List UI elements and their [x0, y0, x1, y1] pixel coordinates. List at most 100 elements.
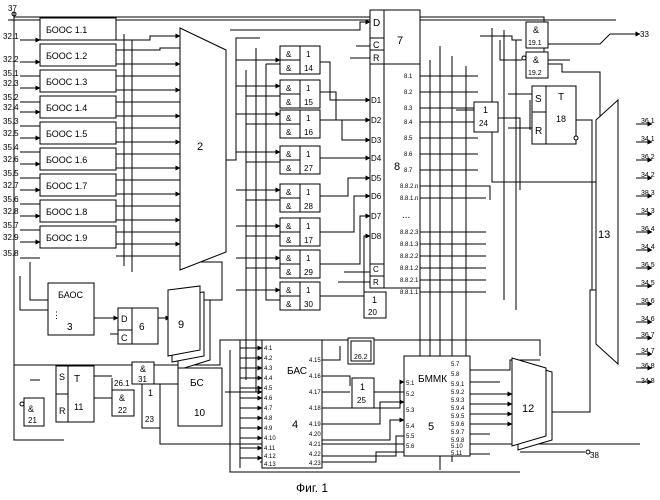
- gate-num: 27: [304, 164, 313, 173]
- gate-op: 1: [306, 150, 311, 159]
- bas-pin: 4.8: [264, 416, 273, 422]
- gate-pair-14: & 1 & 14: [280, 46, 320, 74]
- gate-op: &: [286, 164, 292, 173]
- bmmk-pin: 5.9.3: [451, 398, 465, 404]
- baos-name: БАОС: [58, 290, 84, 300]
- bmmk-num: 5: [428, 421, 434, 433]
- bmmk-pin: 5.10: [451, 444, 463, 450]
- or-gate-20: 1 20: [364, 292, 386, 318]
- bs-num: 10: [194, 408, 206, 419]
- reg8-input-pin: D6: [371, 192, 382, 201]
- or25-op: 1: [360, 382, 365, 392]
- gate-pair-17: & 1 & 17: [280, 218, 320, 246]
- output-label: 38.3: [641, 190, 655, 197]
- baos-block: БАОС 3 ⋮: [48, 283, 94, 335]
- gate-op: 1: [306, 50, 311, 59]
- output-label: 34.7: [641, 348, 655, 355]
- mux-12-label: 12: [522, 403, 534, 415]
- gate-op: &: [286, 254, 292, 263]
- boos-label: БООС 1.2: [46, 51, 87, 61]
- bas-name: БАС: [287, 366, 307, 377]
- bmmk-pin: 5.9.1: [451, 382, 465, 388]
- gate-op: &: [286, 236, 292, 245]
- bas-pin: 4.6: [264, 396, 273, 402]
- register-7: D C R 7: [370, 10, 420, 64]
- inverter-bubble: [574, 136, 578, 140]
- bas-pin: 4.5: [264, 386, 273, 392]
- or25-num: 25: [357, 396, 366, 405]
- output-label: 34.3: [641, 208, 655, 215]
- gate-op: 1: [306, 84, 311, 93]
- bas-pin: 4.13: [264, 462, 276, 468]
- bas-pin: 4.20: [309, 432, 321, 438]
- input-label: 35.1: [3, 69, 19, 78]
- bas-pin: 4.18: [309, 406, 321, 412]
- input-labels: 37 32.1 32.2 35.1 32.3 35.2 32.4 35.3 32…: [3, 4, 19, 258]
- trig18-r: R: [535, 126, 542, 137]
- output-label-33: 33: [640, 30, 649, 39]
- input-label: 35.4: [3, 143, 19, 152]
- gate-pair-30: & 1 & 30: [280, 282, 320, 310]
- output-label: 36.2: [641, 154, 655, 161]
- mux-12: 12: [512, 358, 552, 450]
- reg7-c: C: [373, 40, 380, 50]
- reg8-output-pin: 8.5: [404, 136, 413, 142]
- output-label: 36.4: [641, 226, 655, 233]
- gate-op: &: [286, 128, 292, 137]
- bas-num: 4: [292, 419, 298, 431]
- bmmk-pin: 5.5: [406, 434, 415, 440]
- reg8-output-pin: 8.1: [404, 74, 413, 80]
- boos-label: БООС 1.1: [46, 25, 87, 35]
- reg8-input-pin: D4: [371, 154, 382, 163]
- and21-num: 21: [28, 416, 37, 425]
- bas-pin: 4.1: [264, 346, 273, 352]
- gate-pairs: & 1 & 14 & 1 & 15 & 1 & 16 & 1: [280, 46, 320, 310]
- or23-op: 1: [148, 388, 153, 398]
- bs-name: БС: [190, 378, 204, 389]
- gate-num: 14: [304, 64, 313, 73]
- reg8-c: C: [373, 265, 379, 274]
- output-label: 34.6: [641, 316, 655, 323]
- bmmk-block: БММК 5 5.1 5.2 5.3 5.4 5.5 5.6 5.7 5.8 5…: [404, 356, 470, 457]
- gate-op: &: [286, 286, 292, 295]
- reg8-output-pin: 8.8.2.n: [400, 184, 418, 190]
- bas-pin: 4.15: [309, 358, 321, 364]
- baos-dots: ⋮: [52, 310, 61, 320]
- or20-op: 1: [372, 295, 377, 305]
- input-label: 35.8: [3, 249, 19, 258]
- output-label: 34.5: [641, 280, 655, 287]
- mux-13-label: 13: [598, 229, 610, 241]
- reg8-input-pin: D3: [371, 136, 382, 145]
- gate-op: &: [286, 222, 292, 231]
- input-label: 32.3: [3, 79, 19, 88]
- reg6-d: D: [121, 314, 128, 324]
- boos-label: БООС 1.9: [46, 233, 87, 243]
- register-6: D C 6: [118, 308, 158, 344]
- boos-blocks: БООС 1.1 БООС 1.2 БООС 1.3 БООС 1.4 БООС…: [40, 18, 116, 248]
- trig11-r: R: [59, 406, 66, 416]
- bmmk-pin: 5.9.7: [451, 430, 465, 436]
- reg6-num: 6: [139, 322, 145, 333]
- and19-2-num: 19.2: [528, 70, 542, 77]
- bmmk-pin: 5.2: [406, 392, 415, 398]
- output-label: 36.8: [641, 363, 655, 370]
- trig18-t: T: [558, 92, 564, 103]
- output-label: 34.4: [641, 244, 655, 251]
- output-label: 36.5: [641, 262, 655, 269]
- gate-pair-28: & 1 & 28: [280, 184, 320, 212]
- input-label: 32.9: [3, 233, 19, 242]
- gate-op: 1: [306, 114, 311, 123]
- output-label: 36.7: [641, 332, 655, 339]
- trigger-11: S T R 11: [56, 366, 94, 422]
- trig18-num: 18: [556, 114, 566, 124]
- bas-pin: 4.2: [264, 356, 273, 362]
- bas-pin: 4.21: [309, 442, 321, 448]
- trigger-18: S T R 18: [532, 86, 578, 144]
- boos-label: БООС 1.6: [46, 155, 87, 165]
- and19-1-num: 19.1: [528, 40, 542, 47]
- and22-op: &: [119, 393, 125, 403]
- baos-num: 3: [67, 322, 73, 333]
- or23-num: 23: [145, 415, 154, 424]
- bmmk-pin: 5.6: [406, 444, 415, 450]
- gate-op: &: [286, 64, 292, 73]
